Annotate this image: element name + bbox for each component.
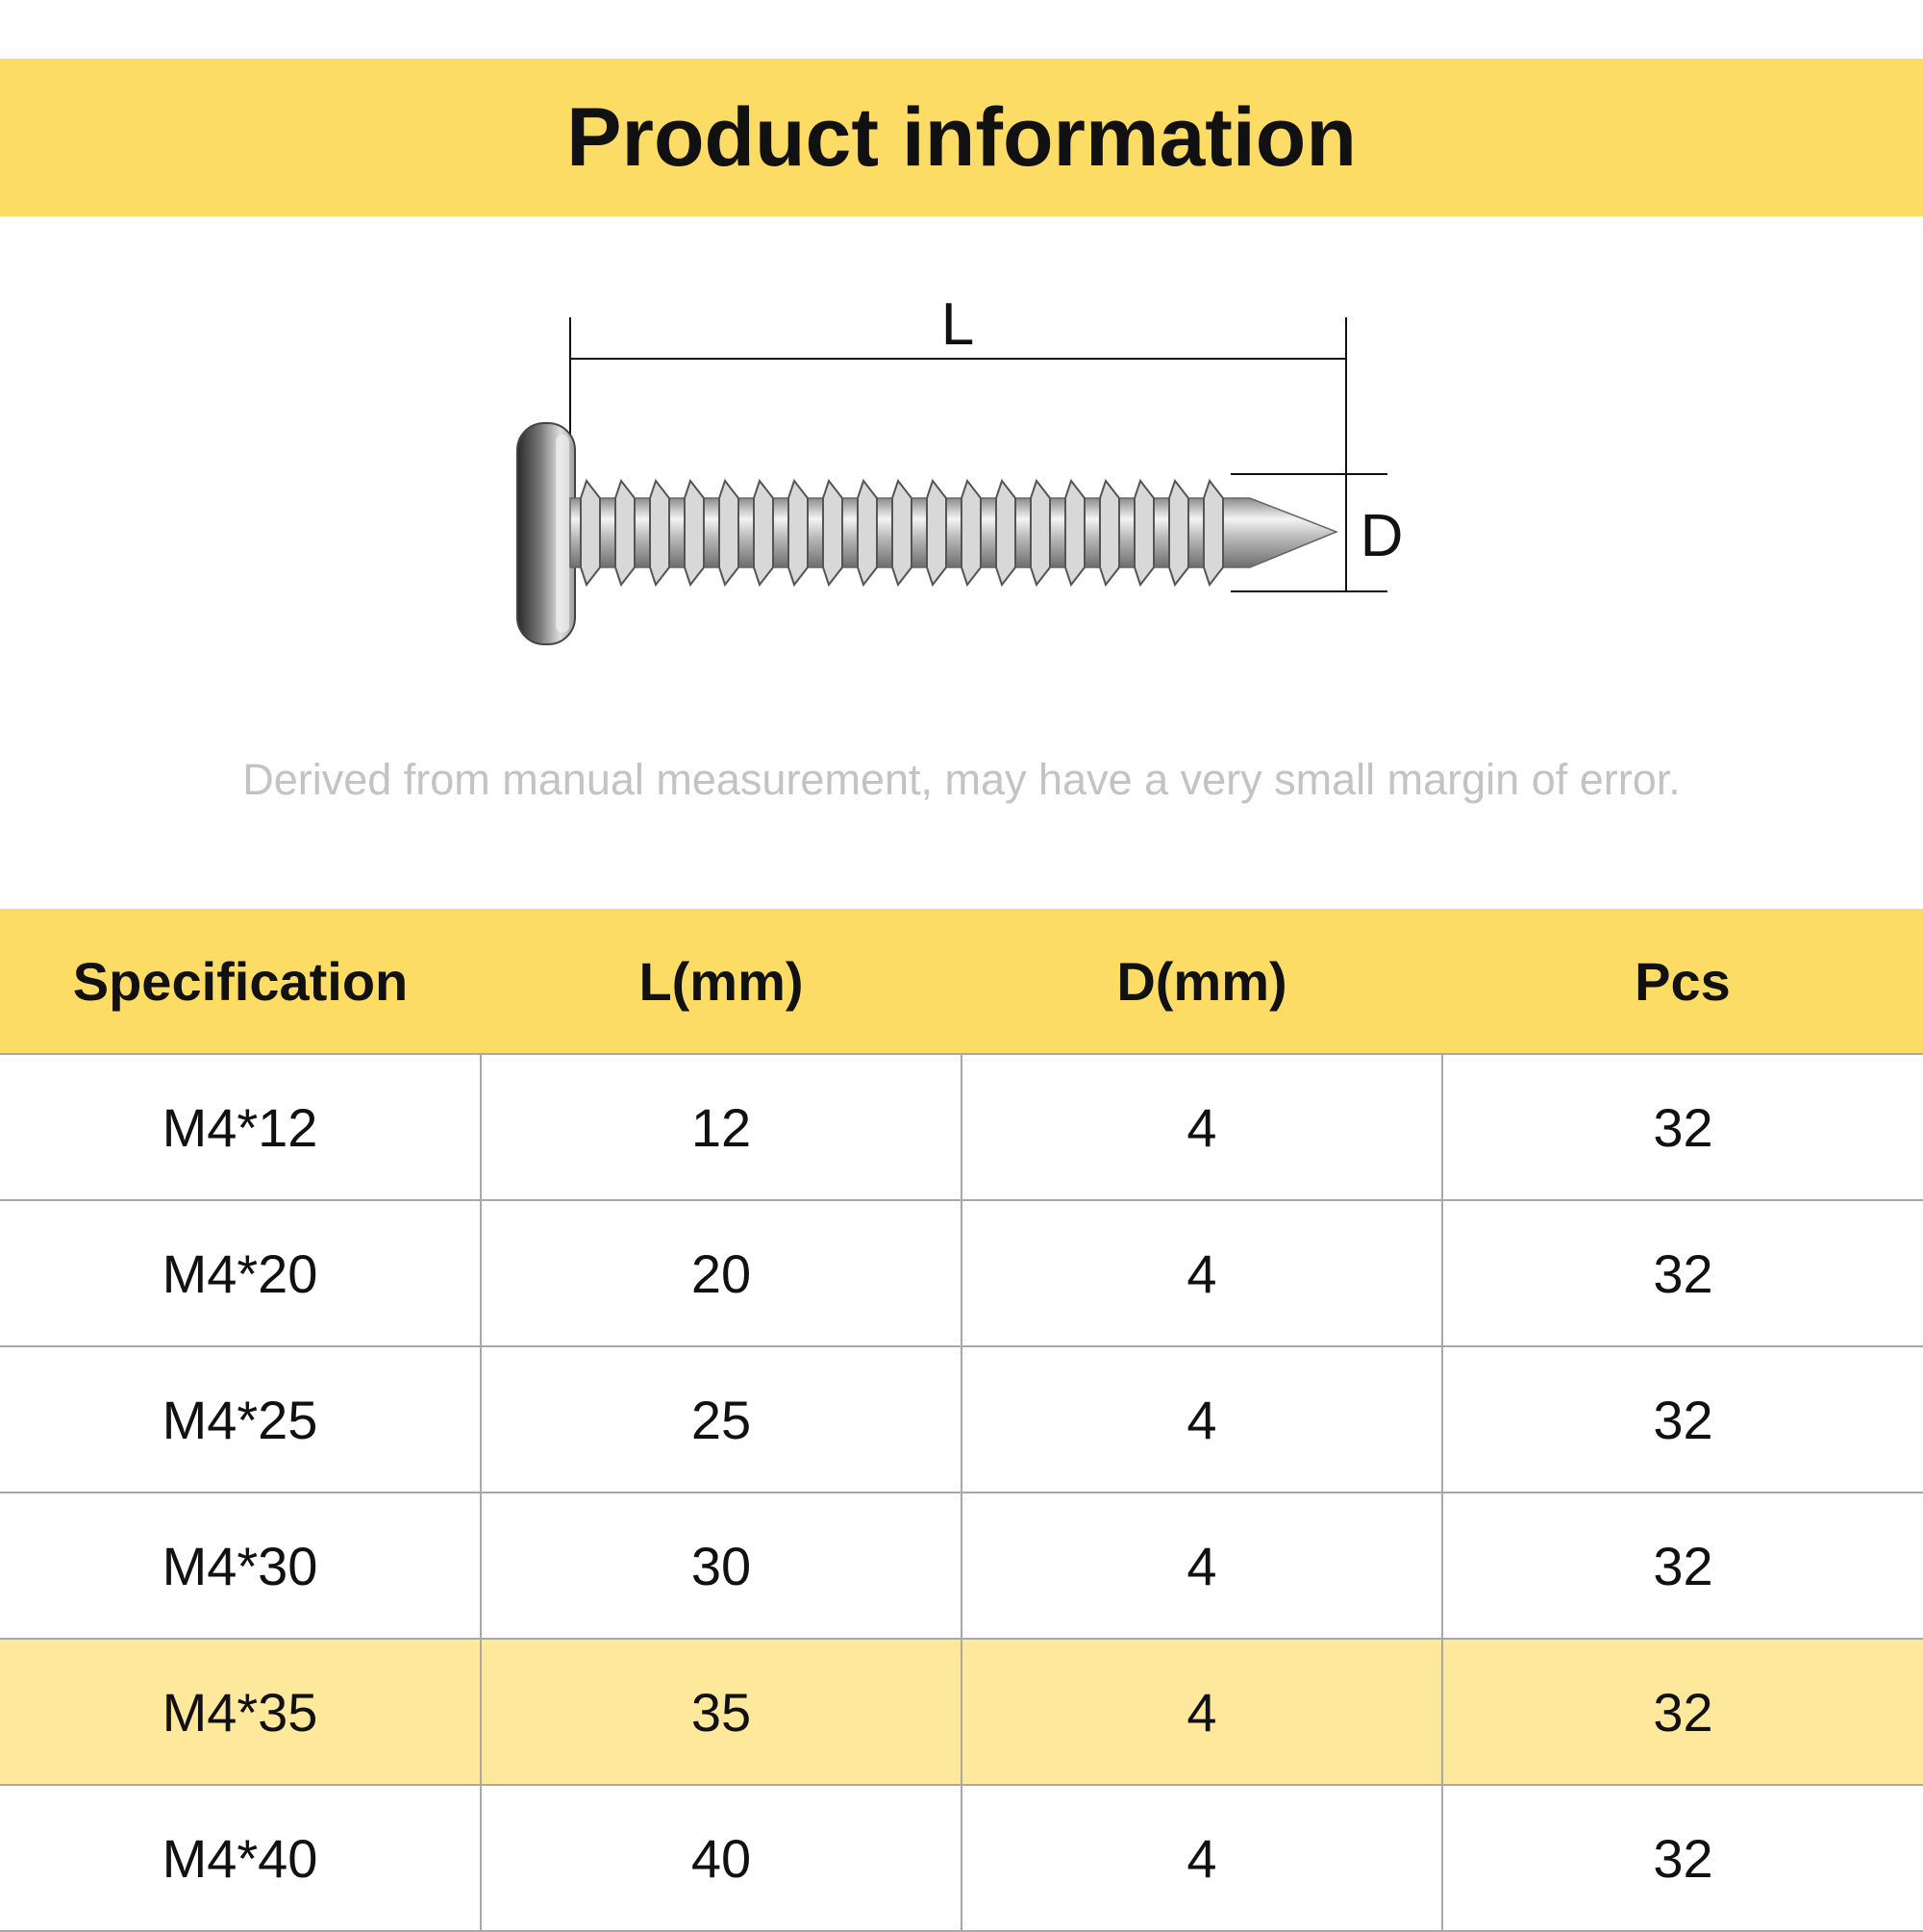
cell-specification: M4*30 [0, 1492, 482, 1640]
thread-ridge [649, 478, 670, 588]
cell-specification: M4*35 [0, 1638, 482, 1786]
table-row: M4*40 40 4 32 [0, 1784, 1923, 1932]
thread-ridge [787, 478, 809, 588]
cell-length: 30 [480, 1492, 962, 1640]
cell-pieces: 32 [1441, 1199, 1923, 1347]
screw-head [516, 422, 576, 645]
screw-shaft [569, 478, 1339, 588]
thread-ridge [1134, 478, 1155, 588]
cell-pieces: 32 [1441, 1053, 1923, 1201]
thread-ridge [995, 478, 1016, 588]
thread-ridge [1168, 478, 1189, 588]
thread-ridge [891, 478, 912, 588]
header-diameter: D(mm) [962, 909, 1442, 1054]
cell-diameter: 4 [961, 1492, 1443, 1640]
cell-length: 12 [480, 1053, 962, 1201]
table-row: M4*35 35 4 32 [0, 1638, 1923, 1786]
cell-specification: M4*20 [0, 1199, 482, 1347]
cell-pieces: 32 [1441, 1638, 1923, 1786]
thread-ridge [1099, 478, 1120, 588]
cell-diameter: 4 [961, 1199, 1443, 1347]
diameter-dimension: D [1231, 473, 1404, 592]
cell-length: 20 [480, 1199, 962, 1347]
table-row: M4*30 30 4 32 [0, 1492, 1923, 1640]
table-row: M4*12 12 4 32 [0, 1053, 1923, 1201]
length-dimension: L [569, 291, 1347, 591]
cell-pieces: 32 [1441, 1492, 1923, 1640]
cell-specification: M4*12 [0, 1053, 482, 1201]
cell-diameter: 4 [961, 1784, 1443, 1932]
cell-diameter: 4 [961, 1053, 1443, 1201]
thread-ridge [753, 478, 774, 588]
thread-ridge [1064, 478, 1086, 588]
thread-ridge [857, 478, 878, 588]
screw-dimension-diagram: L D [516, 291, 1404, 645]
cell-pieces: 32 [1441, 1784, 1923, 1932]
thread-ridge [580, 478, 601, 588]
cell-diameter: 4 [961, 1345, 1443, 1493]
cell-specification: M4*40 [0, 1784, 482, 1932]
thread-ridge [614, 478, 636, 588]
cell-length: 35 [480, 1638, 962, 1786]
header-specification: Specification [0, 909, 481, 1054]
header-length: L(mm) [481, 909, 962, 1054]
thread-ridge [684, 478, 705, 588]
measurement-note: Derived from manual measurement, may hav… [242, 755, 1681, 804]
diameter-label: D [1361, 503, 1404, 569]
thread-ridge [718, 478, 739, 588]
length-label: L [941, 291, 974, 358]
title-band: Product information [0, 59, 1923, 216]
thread-ridge [961, 478, 982, 588]
cell-length: 40 [480, 1784, 962, 1932]
table-header-row: Specification L(mm) D(mm) Pcs [0, 909, 1923, 1054]
spec-table: Specification L(mm) D(mm) Pcs M4*12 12 4… [0, 909, 1923, 1932]
page-title: Product information [566, 90, 1357, 184]
thread-ridge [1203, 478, 1224, 588]
thread-ridge [822, 478, 843, 588]
thread-ridge [926, 478, 947, 588]
cell-specification: M4*25 [0, 1345, 482, 1493]
table-row: M4*25 25 4 32 [0, 1345, 1923, 1493]
cell-pieces: 32 [1441, 1345, 1923, 1493]
table-row: M4*20 20 4 32 [0, 1199, 1923, 1347]
cell-diameter: 4 [961, 1638, 1443, 1786]
thread-ridge [1030, 478, 1051, 588]
header-pieces: Pcs [1442, 909, 1923, 1054]
cell-length: 25 [480, 1345, 962, 1493]
